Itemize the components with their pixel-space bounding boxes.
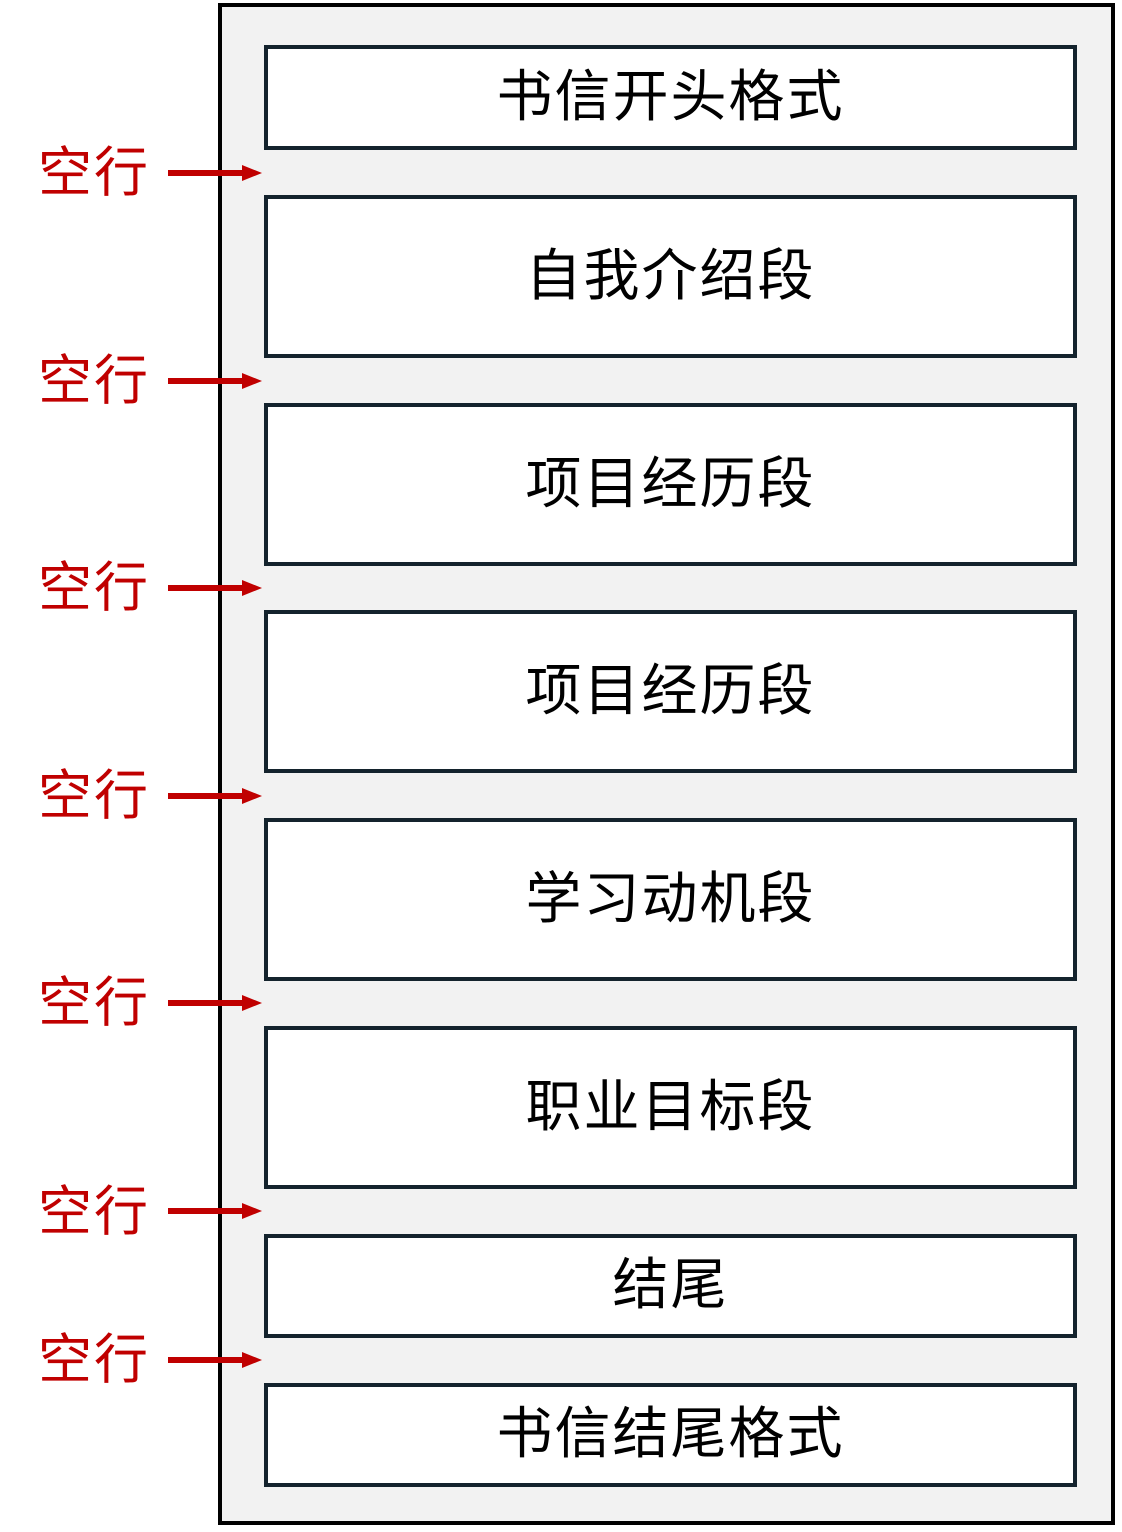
right-arrow-icon [168,580,262,596]
right-arrow-icon [168,1352,262,1368]
blank-line-label-5: 空行 [38,971,150,1034]
blank-line-label-1: 空行 [38,141,150,204]
section-project-experience-1: 项目经历段 [264,403,1077,566]
section-label: 项目经历段 [525,451,816,517]
blank-line-label-2: 空行 [38,349,150,412]
section-letter-opening-format: 书信开头格式 [264,45,1077,150]
right-arrow-icon [168,165,262,181]
blank-line-label-4: 空行 [38,764,150,827]
section-closing: 结尾 [264,1234,1077,1338]
section-career-goal: 职业目标段 [264,1026,1077,1189]
section-label: 自我介绍段 [525,243,816,309]
right-arrow-icon [168,995,262,1011]
blank-line-label-3: 空行 [38,556,150,619]
blank-line-label-6: 空行 [38,1180,150,1243]
section-letter-closing-format: 书信结尾格式 [264,1383,1077,1487]
section-label: 职业目标段 [525,1074,816,1140]
section-label: 书信开头格式 [496,64,845,130]
section-label: 结尾 [612,1253,729,1318]
section-label: 学习动机段 [525,866,816,932]
section-project-experience-2: 项目经历段 [264,610,1077,773]
right-arrow-icon [168,1203,262,1219]
blank-line-label-7: 空行 [38,1328,150,1391]
section-self-introduction: 自我介绍段 [264,195,1077,358]
right-arrow-icon [168,788,262,804]
section-label: 书信结尾格式 [496,1402,845,1467]
section-study-motivation: 学习动机段 [264,818,1077,981]
right-arrow-icon [168,373,262,389]
section-label: 项目经历段 [525,658,816,724]
